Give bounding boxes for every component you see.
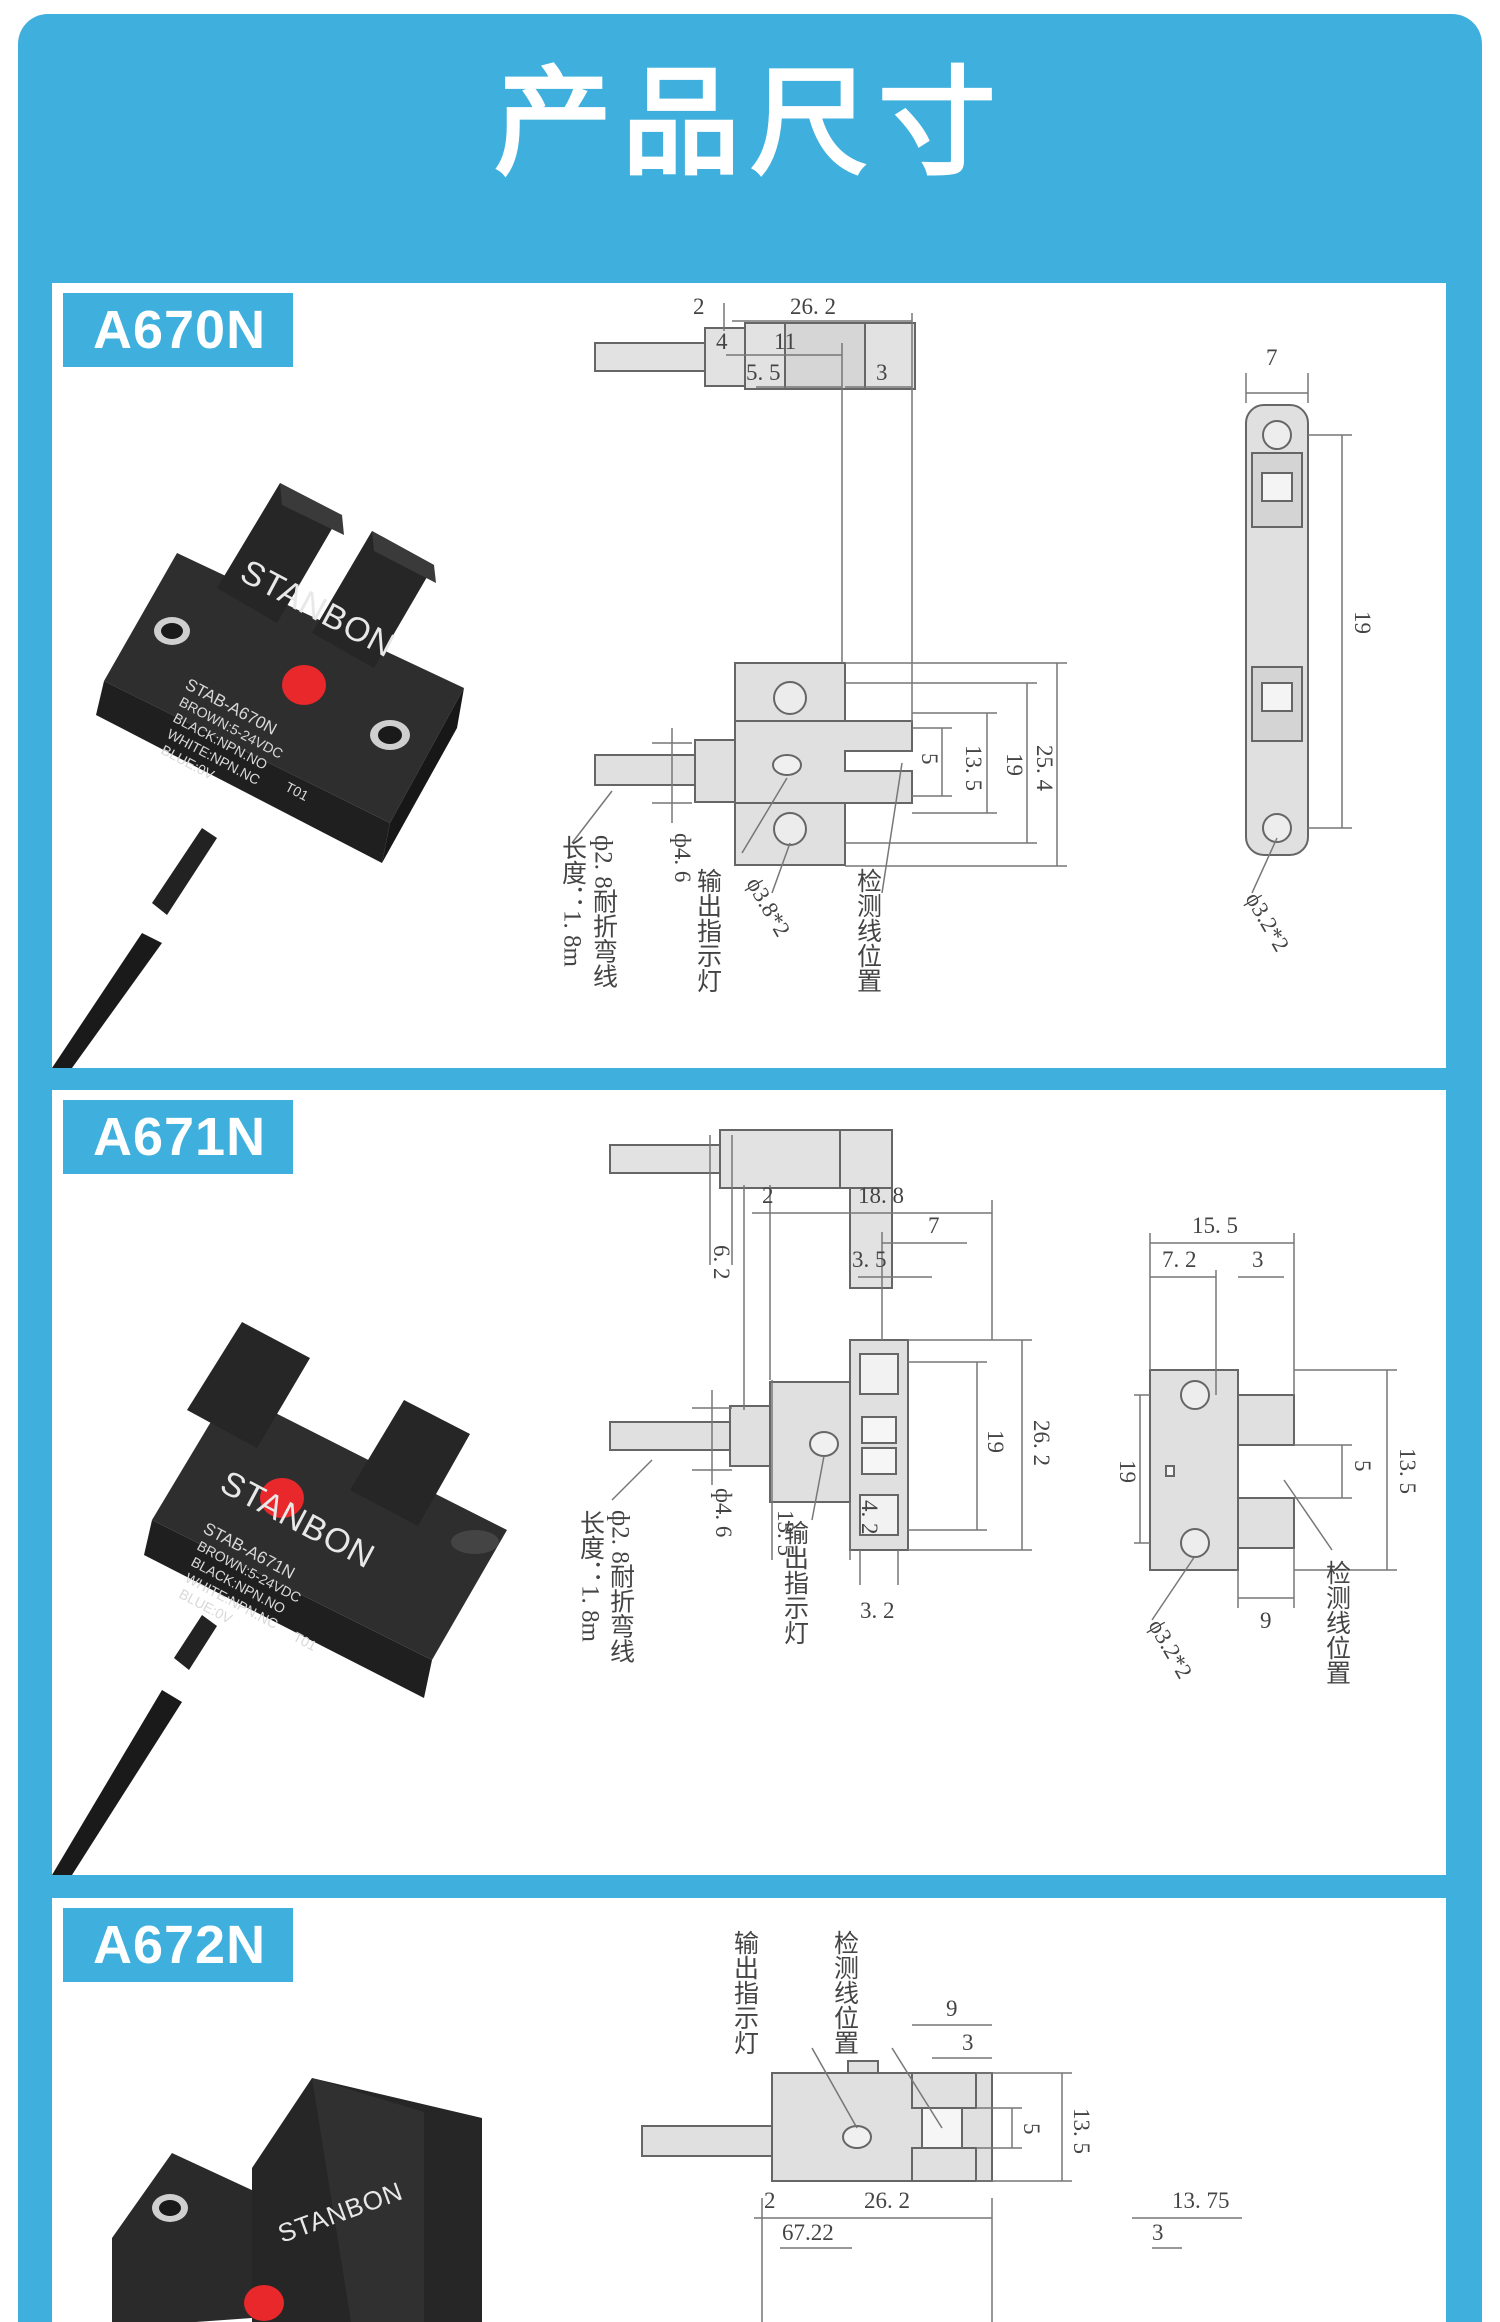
front-dimension-lines bbox=[611, 1185, 1032, 1585]
top-view bbox=[609, 1129, 893, 1289]
side-dim-7: 7 bbox=[1266, 345, 1278, 370]
dim-25-4: 25. 4 bbox=[1032, 745, 1057, 792]
model-panel-a671n: A671N STANBON STAB-A671N BROWN:5-24VDC B… bbox=[52, 1090, 1446, 1875]
dim-13-75: 13. 75 bbox=[1172, 2188, 1230, 2213]
note-length: 长度：1. 8m bbox=[559, 835, 588, 968]
dim-11: 11 bbox=[774, 329, 796, 354]
page-title: 产品尺寸 bbox=[493, 54, 1006, 192]
side-dim-19: 19 bbox=[1350, 611, 1375, 634]
dim-4: 4 bbox=[716, 329, 728, 354]
dim-4-6: ф4. 6 bbox=[670, 833, 695, 882]
front-dimension-lines bbox=[571, 303, 1067, 894]
sensor-photo: STANBON STAB-A671N BROWN:5-24VDC BLACK:N… bbox=[52, 1322, 507, 1875]
dim-5-5: 5. 5 bbox=[746, 360, 781, 385]
dim-26-2: 26. 2 bbox=[1029, 1420, 1054, 1466]
dim-13-5: 13. 5 bbox=[961, 745, 986, 791]
dim-13-5: 13. 5 bbox=[1069, 2108, 1094, 2154]
model-panel-a670n: A670N STANBON STAB-A670N BROWN:5-24VDC B… bbox=[52, 283, 1446, 1068]
sensor-photo: STANBON STAB-A670N BROWN:5-24VDC BLACK:N… bbox=[52, 483, 464, 1068]
top-dimension-lines bbox=[709, 1135, 733, 1265]
dim-26-2: 26. 2 bbox=[864, 2188, 910, 2213]
model-panel-a672n: A672N STANBON bbox=[52, 1898, 1446, 2322]
dim-19: 19 bbox=[983, 1430, 1008, 1453]
side-view bbox=[1149, 1369, 1295, 1571]
dim-19: 19 bbox=[1002, 753, 1027, 776]
hole-side: ϕ3.2*2 bbox=[1144, 1615, 1198, 1683]
dim-7-22: 67.22 bbox=[782, 2220, 834, 2245]
dim-7: 7 bbox=[928, 1213, 940, 1238]
model-tag: A670N bbox=[63, 293, 293, 367]
note-detect: 检测线位置 bbox=[854, 868, 883, 993]
dim-18-8: 18. 8 bbox=[858, 1183, 904, 1208]
dim-4-6: ф4. 6 bbox=[711, 1488, 736, 1537]
note-indicator: 输出指示灯 bbox=[781, 1520, 810, 1645]
side-dimension-lines bbox=[1245, 373, 1352, 894]
hole-front: ϕ3.8*2 bbox=[742, 873, 796, 941]
a671n-drawing: STANBON STAB-A671N BROWN:5-24VDC BLACK:N… bbox=[52, 1129, 1420, 1875]
note-cable: ф2. 8耐折弯线 bbox=[590, 835, 619, 989]
side-dim-5: 5 bbox=[1350, 1460, 1375, 1472]
note-indicator: 输出指示灯 bbox=[731, 1930, 760, 2055]
note-detect: 检测线位置 bbox=[831, 1930, 860, 2055]
note-length: 长度：1. 8m bbox=[577, 1510, 606, 1643]
dimension-lines bbox=[754, 2024, 1242, 2322]
side-dim-15-5: 15. 5 bbox=[1192, 1213, 1238, 1238]
sensor-photo: STANBON bbox=[112, 2078, 482, 2322]
side-dim-13-5: 13. 5 bbox=[1395, 1448, 1420, 1494]
front-view bbox=[609, 1339, 909, 1551]
side-dim-19: 19 bbox=[1115, 1460, 1140, 1483]
note-indicator: 输出指示灯 bbox=[694, 868, 723, 993]
dim-13-5: 13. 5 bbox=[773, 1510, 798, 1556]
model-tag: A671N bbox=[63, 1100, 293, 1174]
dim-3-5: 3. 5 bbox=[852, 1247, 887, 1272]
dim-6-2: 6. 2 bbox=[709, 1245, 734, 1280]
dim-3-b: 3 bbox=[1152, 2220, 1164, 2245]
dim-2: 2 bbox=[762, 1183, 774, 1208]
dim-5: 5 bbox=[917, 753, 942, 765]
model-tag: A672N bbox=[63, 1908, 293, 1982]
a670n-drawing: STANBON STAB-A670N BROWN:5-24VDC BLACK:N… bbox=[52, 294, 1375, 1068]
side-dim-3: 3 bbox=[1252, 1247, 1264, 1272]
top-view bbox=[594, 322, 916, 390]
side-dim-9: 9 bbox=[1260, 1608, 1272, 1633]
dim-26-2: 26. 2 bbox=[790, 294, 836, 319]
a672n-drawing: STANBON 9 bbox=[112, 1930, 1242, 2322]
side-dimension-lines bbox=[1134, 1233, 1397, 1621]
side-dim-7-2: 7. 2 bbox=[1162, 1247, 1197, 1272]
dim-3: 3 bbox=[876, 360, 888, 385]
dim-2: 2 bbox=[693, 294, 705, 319]
dim-4-2: 4. 2 bbox=[857, 1500, 882, 1535]
dim-9: 9 bbox=[946, 1996, 958, 2021]
dim-2: 2 bbox=[764, 2188, 776, 2213]
note-detect: 检测线位置 bbox=[1323, 1560, 1352, 1685]
front-view bbox=[641, 2060, 993, 2182]
side-view bbox=[1245, 404, 1309, 856]
dim-3: 3 bbox=[962, 2030, 974, 2055]
dim-5: 5 bbox=[1019, 2123, 1044, 2135]
note-cable: ф2. 8耐折弯线 bbox=[607, 1510, 636, 1664]
dim-3-2: 3. 2 bbox=[860, 1598, 895, 1623]
hole-side: ϕ3.2*2 bbox=[1241, 888, 1295, 956]
